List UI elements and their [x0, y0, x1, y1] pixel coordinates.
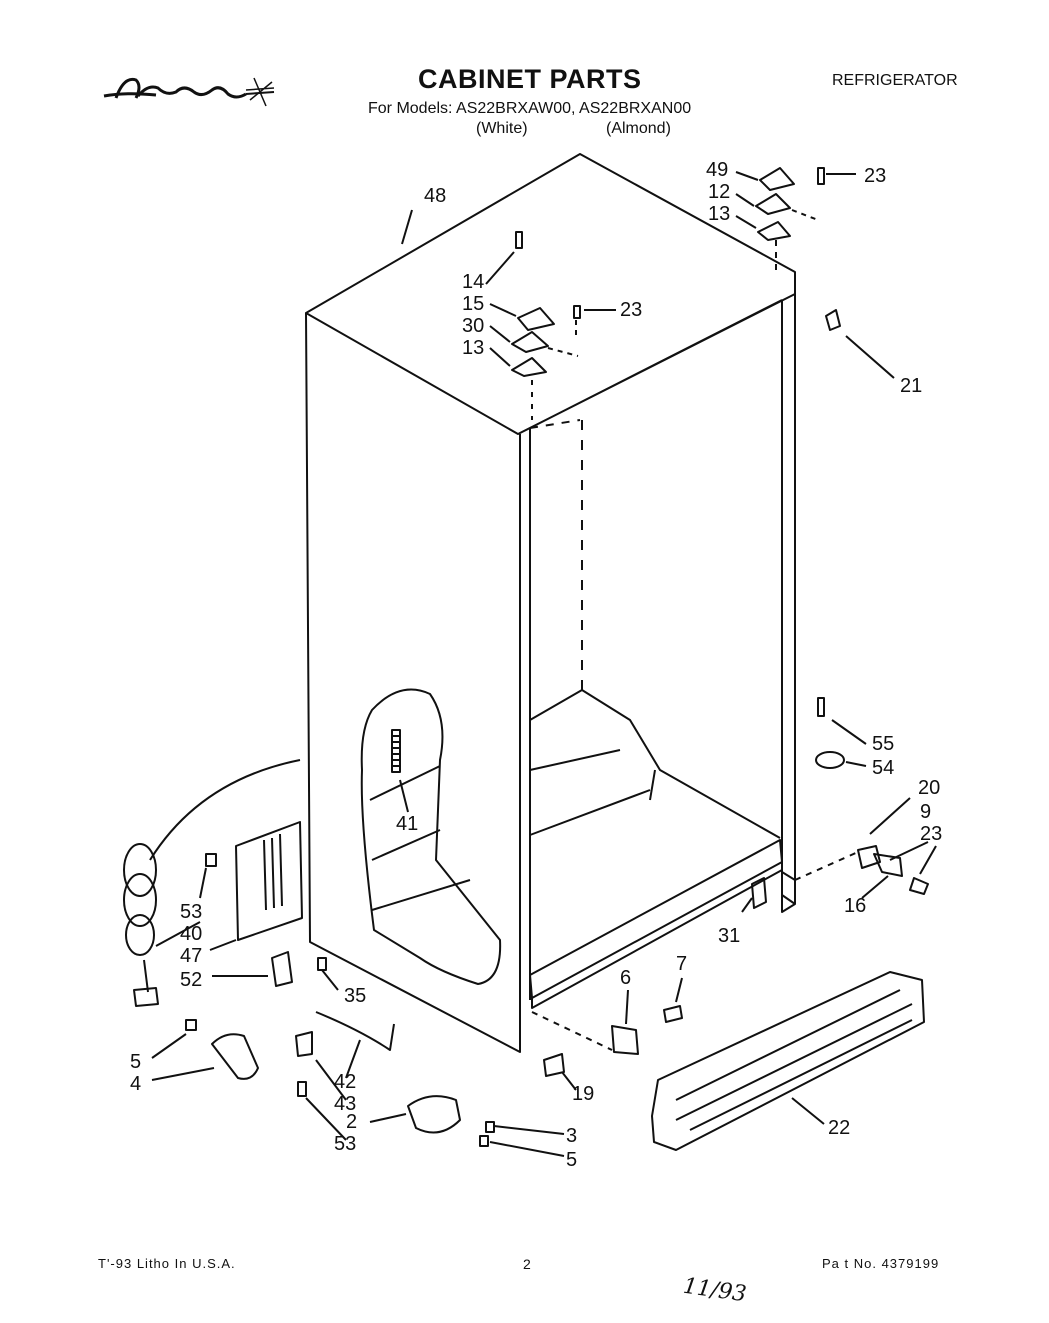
- callout-16: 16: [844, 895, 866, 917]
- callout-23-right: 23: [920, 823, 942, 845]
- part-number: Pa t No. 4379199: [822, 1256, 940, 1271]
- callout-9: 9: [920, 801, 931, 823]
- kick-plate: [651, 971, 925, 1151]
- callout-41: 41: [396, 813, 418, 835]
- callout-13-top: 13: [708, 203, 730, 225]
- callout-48: 48: [424, 185, 446, 207]
- page-number: 2: [523, 1256, 531, 1272]
- callout-2: 2: [346, 1111, 357, 1133]
- callout-3: 3: [566, 1125, 577, 1147]
- callout-12: 12: [708, 181, 730, 203]
- callout-35: 35: [344, 985, 366, 1007]
- brand-logo: [103, 77, 275, 107]
- callout-23-mid: 23: [620, 299, 642, 321]
- cutaway-outline: [360, 688, 502, 985]
- variant-white-label: (White): [476, 120, 528, 137]
- callout-15: 15: [462, 293, 484, 315]
- callout-22: 22: [828, 1117, 850, 1139]
- callout-43: 43: [334, 1093, 356, 1115]
- callout-53-left: 53: [180, 901, 202, 923]
- callout-53-bottom: 53: [334, 1133, 356, 1155]
- callout-14: 14: [462, 271, 484, 293]
- callout-19: 19: [572, 1083, 594, 1105]
- callout-54: 54: [872, 757, 894, 779]
- callout-20: 20: [918, 777, 940, 799]
- callout-21: 21: [900, 375, 922, 397]
- callout-49: 49: [706, 159, 728, 181]
- callout-47: 47: [180, 945, 202, 967]
- print-info: T'-93 Litho In U.S.A.: [98, 1256, 236, 1271]
- cabinet-outline: [305, 153, 796, 1053]
- appliance-category: REFRIGERATOR: [832, 72, 958, 89]
- callout-13-mid: 13: [462, 337, 484, 359]
- callout-4: 4: [130, 1073, 141, 1095]
- callout-6: 6: [620, 967, 631, 989]
- callout-42: 42: [334, 1071, 356, 1093]
- callout-31: 31: [718, 925, 740, 947]
- model-numbers: For Models: AS22BRXAW00, AS22BRXAN00: [368, 100, 692, 117]
- variant-almond-label: (Almond): [606, 120, 671, 137]
- callout-23-top: 23: [864, 165, 886, 187]
- page-title: CABINET PARTS: [418, 64, 642, 94]
- callout-30: 30: [462, 315, 484, 337]
- callout-7: 7: [676, 953, 687, 975]
- callout-52: 52: [180, 969, 202, 991]
- callout-5-bottom: 5: [566, 1149, 577, 1171]
- callout-40: 40: [180, 923, 202, 945]
- callout-5-left: 5: [130, 1051, 141, 1073]
- callout-55: 55: [872, 733, 894, 755]
